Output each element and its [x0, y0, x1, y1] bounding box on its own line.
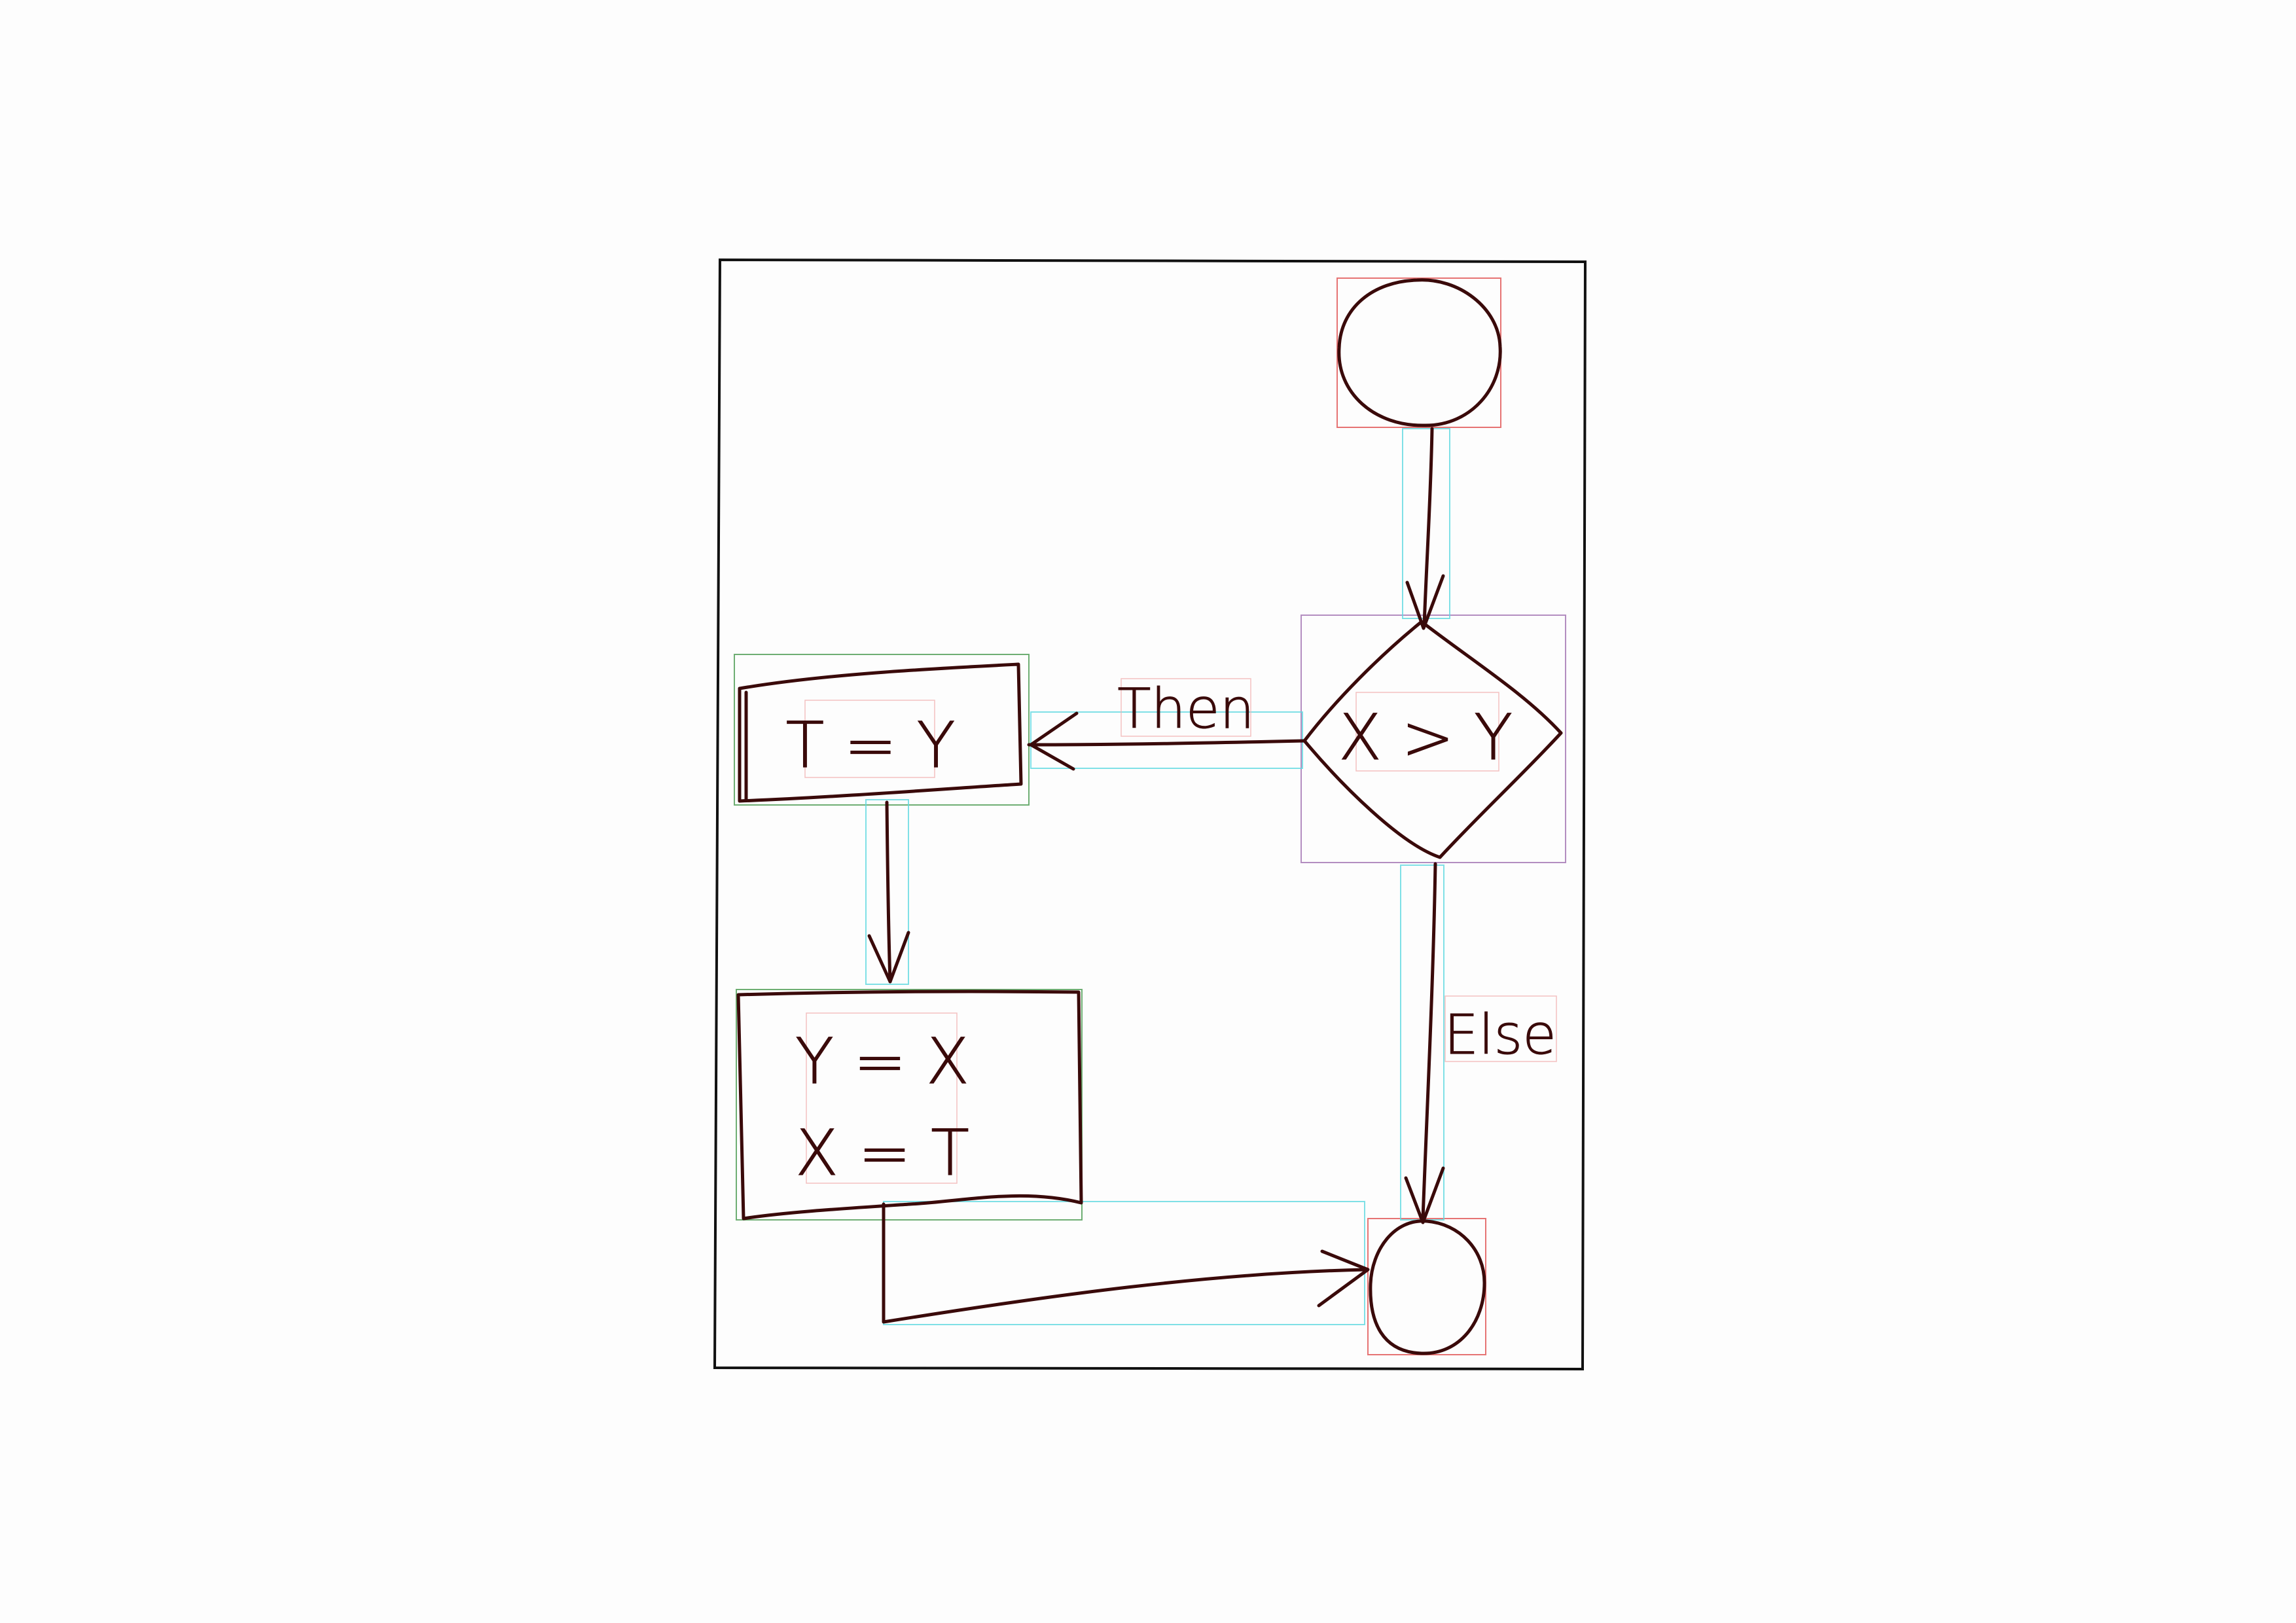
edge-else-bbox [1400, 865, 1444, 1221]
diagram-frame [713, 258, 1587, 1371]
then-step-bbox [734, 654, 1030, 806]
swap-step-line1: Y = X [795, 1025, 969, 1098]
else-edge-label: Else [1444, 1003, 1556, 1067]
edge-then-to-swap [885, 800, 892, 984]
text-swap-step-bbox [806, 1012, 958, 1184]
arrowhead-then-step [1029, 711, 1079, 771]
text-then-step-bbox [804, 700, 935, 778]
end-node [1369, 1219, 1486, 1355]
decision-node [1302, 620, 1563, 859]
edge-start-to-decision [1422, 427, 1434, 627]
edge-decision-to-end [1421, 862, 1437, 1221]
swap-step-bbox [736, 989, 1083, 1221]
arrowhead-swap-step [867, 931, 910, 984]
then-step-node [738, 662, 1023, 803]
edge-decision-to-then [1027, 739, 1306, 747]
edge-swap-to-end [882, 1202, 1369, 1324]
annotation-overlay [734, 277, 1566, 1355]
swap-step-node [736, 990, 1083, 1221]
text-then-bbox [1121, 678, 1251, 737]
arrowhead-end-top [1404, 1166, 1445, 1224]
start-node [1337, 278, 1502, 427]
arrowhead-decision [1405, 574, 1445, 630]
text-decision-bbox [1355, 692, 1499, 772]
swap-step-line2: X = T [795, 1116, 969, 1190]
decision-node-bbox [1300, 615, 1566, 863]
then-edge-label: Then [1117, 677, 1254, 741]
text-else-bbox [1444, 995, 1557, 1062]
arrowhead-end-left [1317, 1249, 1370, 1308]
then-step-label: T = Y [786, 709, 956, 782]
edge-then-swap-bbox [865, 799, 909, 985]
decision-label: X > Y [1338, 701, 1513, 774]
